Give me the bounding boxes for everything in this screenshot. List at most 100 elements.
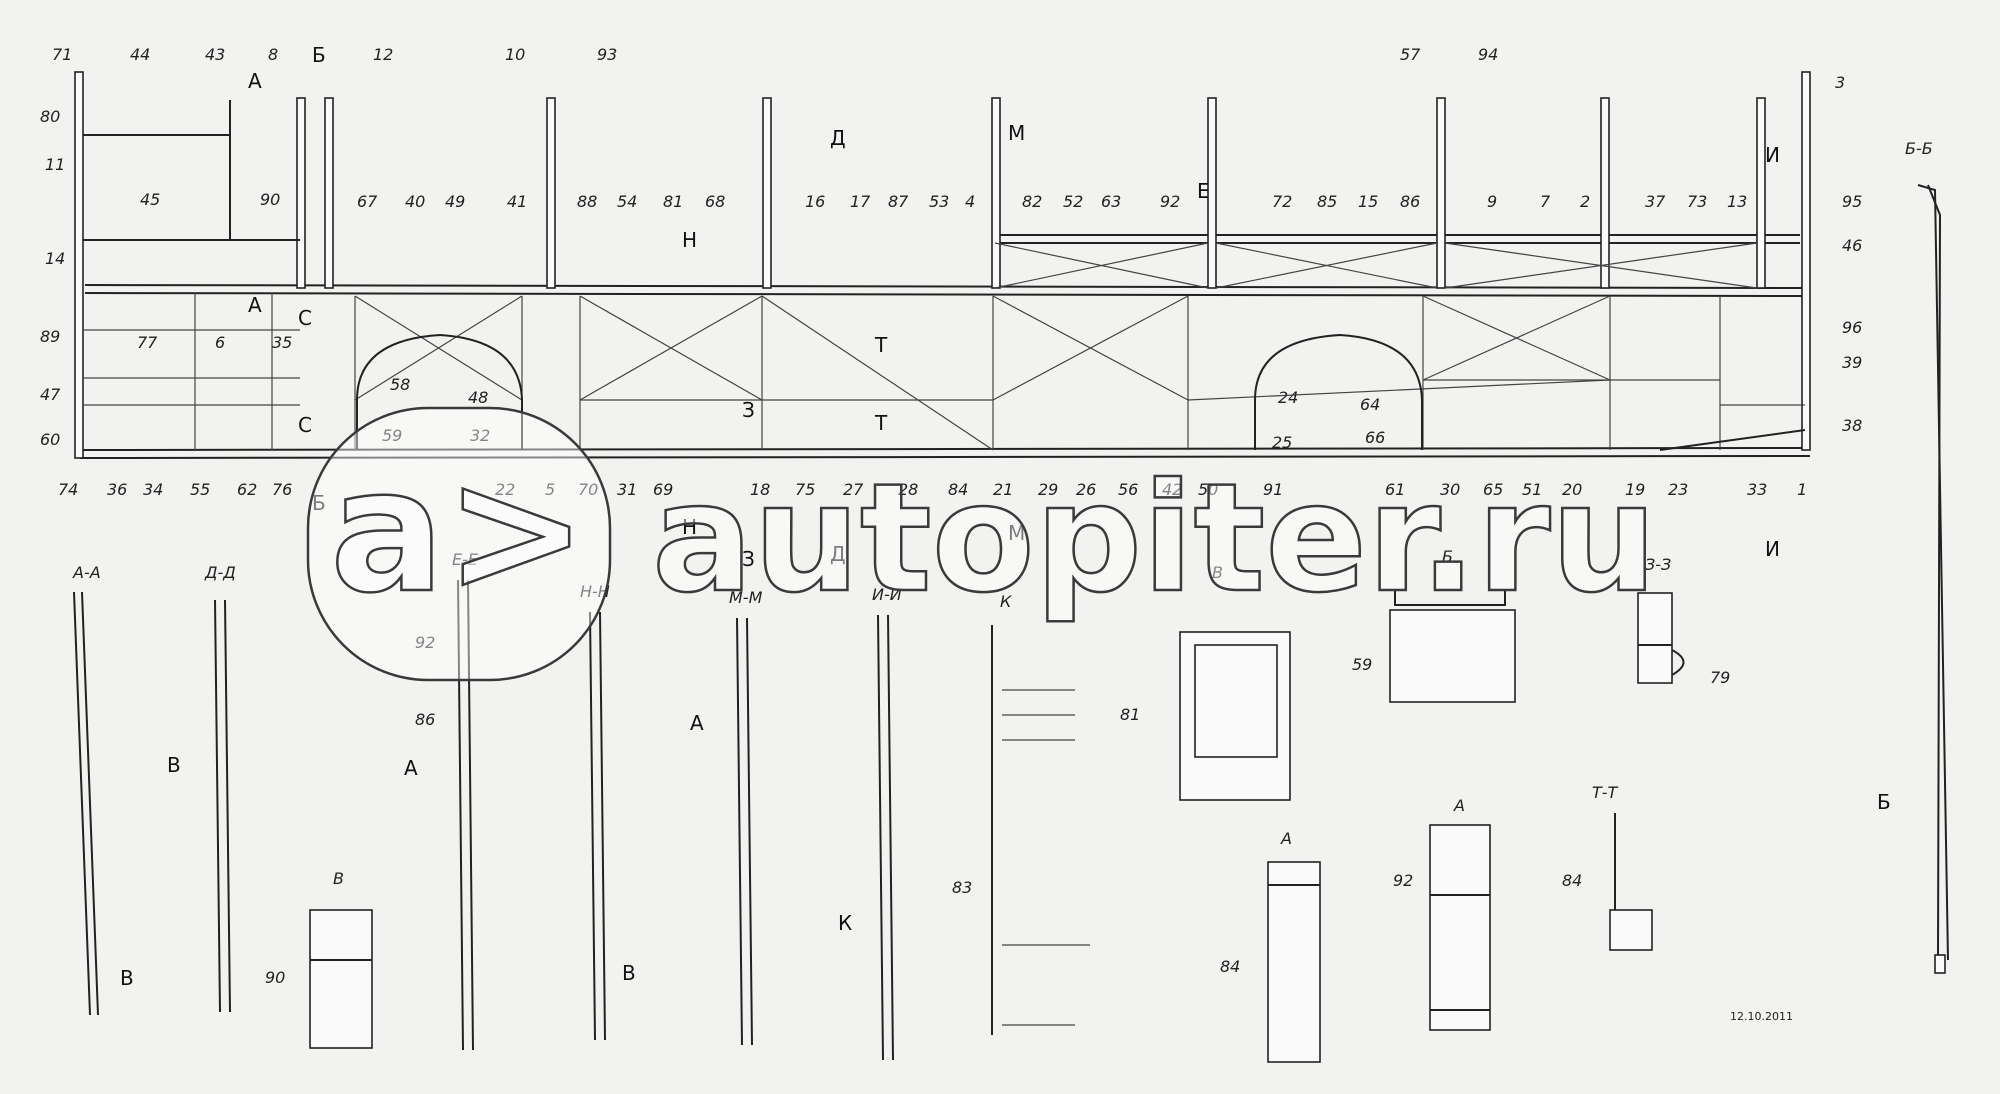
section-a-a-profile <box>81 591 99 1016</box>
part-number-58: 58 <box>390 375 410 394</box>
part-number-28: 28 <box>898 480 918 499</box>
pillar <box>1756 97 1766 289</box>
part-numbers-right: 96 39 38 <box>1842 318 1862 435</box>
part-number-55: 55 <box>190 480 210 499</box>
part-number-34: 34 <box>143 480 163 499</box>
part-number-77: 77 <box>137 333 158 352</box>
part-number-18: 18 <box>750 480 770 499</box>
pillar <box>1600 97 1610 289</box>
part-number-74: 74 <box>58 480 78 499</box>
detail-number-59: 59 <box>1352 655 1372 674</box>
detail-number-92: 92 <box>415 633 435 652</box>
part-number-1: 1 <box>1797 480 1807 499</box>
part-number-56: 56 <box>1118 480 1138 499</box>
part-number-39: 39 <box>1842 353 1862 372</box>
view-title-Н-Н: Н-Н <box>580 582 610 601</box>
pillar <box>546 97 556 289</box>
section-t1-t1-tube <box>1609 909 1653 951</box>
part-number-72: 72 <box>1272 192 1292 211</box>
part-number-2: 2 <box>1580 192 1590 211</box>
part-number-51: 51 <box>1522 480 1542 499</box>
section-i-i-profile <box>877 614 884 1061</box>
part-number-67: 67 <box>357 192 378 211</box>
brace <box>994 242 1209 289</box>
part-number-93: 93 <box>597 45 617 64</box>
part-number-5: 5 <box>545 480 555 499</box>
view-label-В: В <box>167 753 181 777</box>
part-number-24: 24 <box>1278 388 1298 407</box>
part-number-6: 6 <box>215 333 225 352</box>
part-number-54: 54 <box>617 192 637 211</box>
pillar <box>762 97 772 289</box>
part-number-70: 70 <box>578 480 598 499</box>
part-number-61: 61 <box>1385 480 1405 499</box>
part-number-73: 73 <box>1687 192 1707 211</box>
part-number-11: 11 <box>45 155 65 174</box>
bottom-rail-lower <box>79 455 1811 459</box>
part-number-45: 45 <box>140 190 160 209</box>
belt-rail-lower <box>84 292 1806 297</box>
part-number-68: 68 <box>705 192 725 211</box>
part-number-49: 49 <box>445 192 465 211</box>
pillar <box>1436 97 1446 289</box>
part-number-96: 96 <box>1842 318 1862 337</box>
part-number-38: 38 <box>1842 416 1862 435</box>
section-marker-М: М <box>1008 521 1025 545</box>
belt-rail <box>84 284 1806 289</box>
view-title-Д-Д: Д-Д <box>204 563 236 582</box>
part-number-91: 91 <box>1263 480 1283 499</box>
brace <box>761 295 994 451</box>
view-b1-channel <box>1394 590 1506 606</box>
part-number-81: 81 <box>663 192 683 211</box>
part-number-71: 71 <box>52 45 72 64</box>
part-number-12: 12 <box>373 45 393 64</box>
section-e-e-profile <box>467 579 474 1051</box>
part-number-23: 23 <box>1668 480 1688 499</box>
part-number-66: 66 <box>1365 428 1385 447</box>
view-title-К: К <box>1000 592 1012 611</box>
part-number-87: 87 <box>888 192 909 211</box>
section-d-d-profile <box>224 599 231 1013</box>
part-number-48: 48 <box>468 388 488 407</box>
part-number-14: 14 <box>45 249 65 268</box>
section-b-b-profile <box>1927 184 1942 961</box>
section-marker-И: И <box>1765 537 1780 561</box>
part-numbers-bottom: 7436345562762257031691875272884212926564… <box>58 480 1807 499</box>
section-i-i-profile <box>887 614 894 1061</box>
part-number-82: 82 <box>1022 192 1042 211</box>
part-number-94: 94 <box>1478 45 1498 64</box>
section-marker-С: С <box>298 413 312 437</box>
part-number-88: 88 <box>577 192 597 211</box>
brace <box>354 295 523 401</box>
section-b-b-foot <box>1934 954 1946 974</box>
detail-number-83: 83 <box>952 878 972 897</box>
part-number-9: 9 <box>1487 192 1497 211</box>
section-marker-М: М <box>1008 121 1025 145</box>
part-number-21: 21 <box>993 480 1013 499</box>
part-number-53: 53 <box>929 192 949 211</box>
section-marker-А: А <box>248 69 262 93</box>
view-title-А: А <box>1453 796 1465 815</box>
part-number-60: 60 <box>40 430 60 449</box>
view-title-Т-Т: Т-Т <box>1592 783 1619 802</box>
part-number-64: 64 <box>1360 395 1380 414</box>
part-number-44: 44 <box>130 45 150 64</box>
detail-number-84: 84 <box>1562 871 1582 890</box>
part-number-41: 41 <box>507 192 527 211</box>
section-marker-Б: Б <box>312 491 326 515</box>
section-marker-И: И <box>1765 143 1780 167</box>
view-label-Б: Б <box>1877 790 1891 814</box>
part-number-36: 36 <box>107 480 127 499</box>
part-number-25: 25 <box>1272 433 1292 452</box>
section-m-m-profile <box>746 617 753 1046</box>
section-marker-Т: Т <box>874 411 888 435</box>
section-marker-З: З <box>742 547 755 571</box>
part-number-42: 42 <box>1162 480 1182 499</box>
part-number-15: 15 <box>1358 192 1378 211</box>
section-d-d-profile <box>214 599 221 1013</box>
pillar <box>324 97 334 289</box>
section-marker-Н: Н <box>682 515 697 539</box>
